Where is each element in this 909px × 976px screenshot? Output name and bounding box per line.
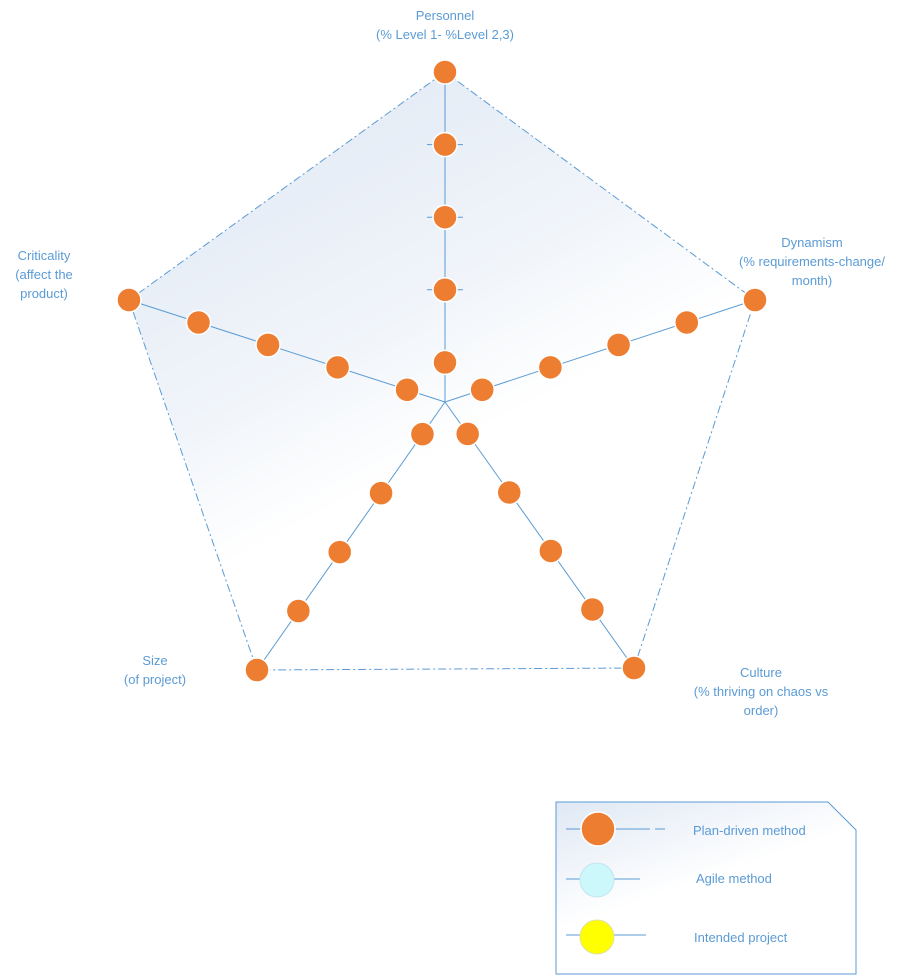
node-size-1	[409, 421, 436, 447]
axis-label-culture: Culture (% thriving on chaos vs order)	[693, 665, 829, 718]
node-culture-4	[579, 596, 606, 623]
axis-label-dynamism: Dynamism (% requirements-change/ month)	[739, 235, 885, 288]
legend-label-intended: Intended project	[694, 930, 788, 945]
axis-line-culture	[444, 401, 635, 669]
node-dynamism-1	[469, 377, 495, 403]
node-dynamism-5	[742, 287, 768, 313]
node-criticality-5	[116, 287, 142, 313]
node-culture-1	[454, 421, 481, 447]
legend-label-plan: Plan-driven method	[693, 823, 806, 838]
node-culture-5	[621, 655, 647, 681]
node-personnel-1	[432, 349, 458, 376]
node-criticality-2	[324, 354, 351, 381]
node-dynamism-3	[605, 332, 632, 358]
axis-nodes	[116, 59, 768, 683]
legend-agile-marker	[579, 862, 615, 898]
legend-box	[555, 801, 857, 975]
node-personnel-5	[432, 59, 458, 85]
axis-line-criticality	[128, 299, 446, 403]
node-size-4	[285, 598, 312, 624]
legend-intended-marker	[579, 919, 615, 955]
node-criticality-4	[185, 309, 212, 336]
node-culture-2	[496, 479, 523, 506]
axis-label-size: Size (of project)	[123, 653, 187, 687]
axis-line-dynamism	[444, 299, 756, 403]
node-criticality-3	[255, 332, 281, 358]
node-personnel-3	[432, 204, 458, 230]
node-personnel-4	[432, 131, 458, 158]
legend-plan-marker	[580, 811, 616, 847]
node-dynamism-2	[537, 354, 564, 381]
axis-label-personnel: Personnel (% Level 1- %Level 2,3)	[375, 8, 514, 42]
axis-label-criticality: Criticality (affect the product)	[15, 248, 73, 301]
node-criticality-1	[394, 377, 420, 403]
axis-line-size	[256, 401, 446, 671]
node-size-3	[326, 539, 353, 565]
legend-label-agile: Agile method	[696, 871, 772, 886]
node-size-5	[244, 657, 270, 683]
node-culture-3	[538, 538, 564, 564]
node-dynamism-4	[674, 309, 700, 336]
node-size-2	[368, 480, 394, 506]
node-personnel-2	[432, 277, 458, 303]
